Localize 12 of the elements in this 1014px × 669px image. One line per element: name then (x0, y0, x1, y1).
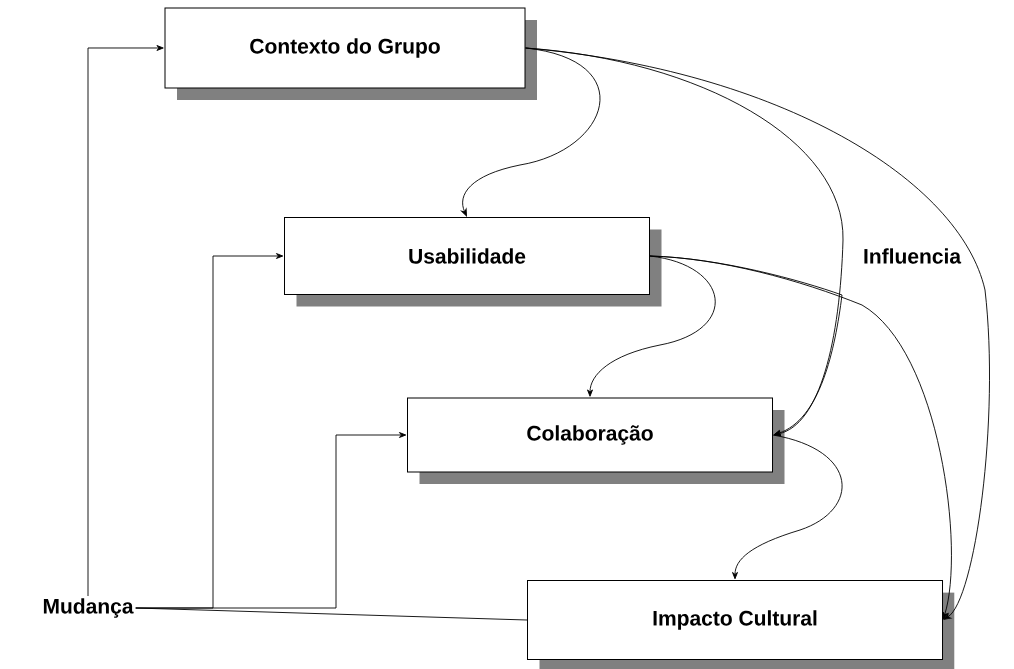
arrow (587, 255, 716, 397)
process-box: Usabilidade (284, 217, 662, 307)
arrow (525, 47, 990, 620)
process-box: Impacto Cultural (527, 580, 955, 669)
influence-label: Influencia (860, 245, 964, 267)
arrow (461, 47, 600, 217)
arrow (87, 45, 164, 597)
arrow (732, 434, 843, 580)
process-box: Colaboração (407, 397, 785, 484)
process-box: Contexto do Grupo (164, 7, 537, 100)
node-label: Mudança (43, 598, 134, 618)
arrow (649, 255, 952, 620)
